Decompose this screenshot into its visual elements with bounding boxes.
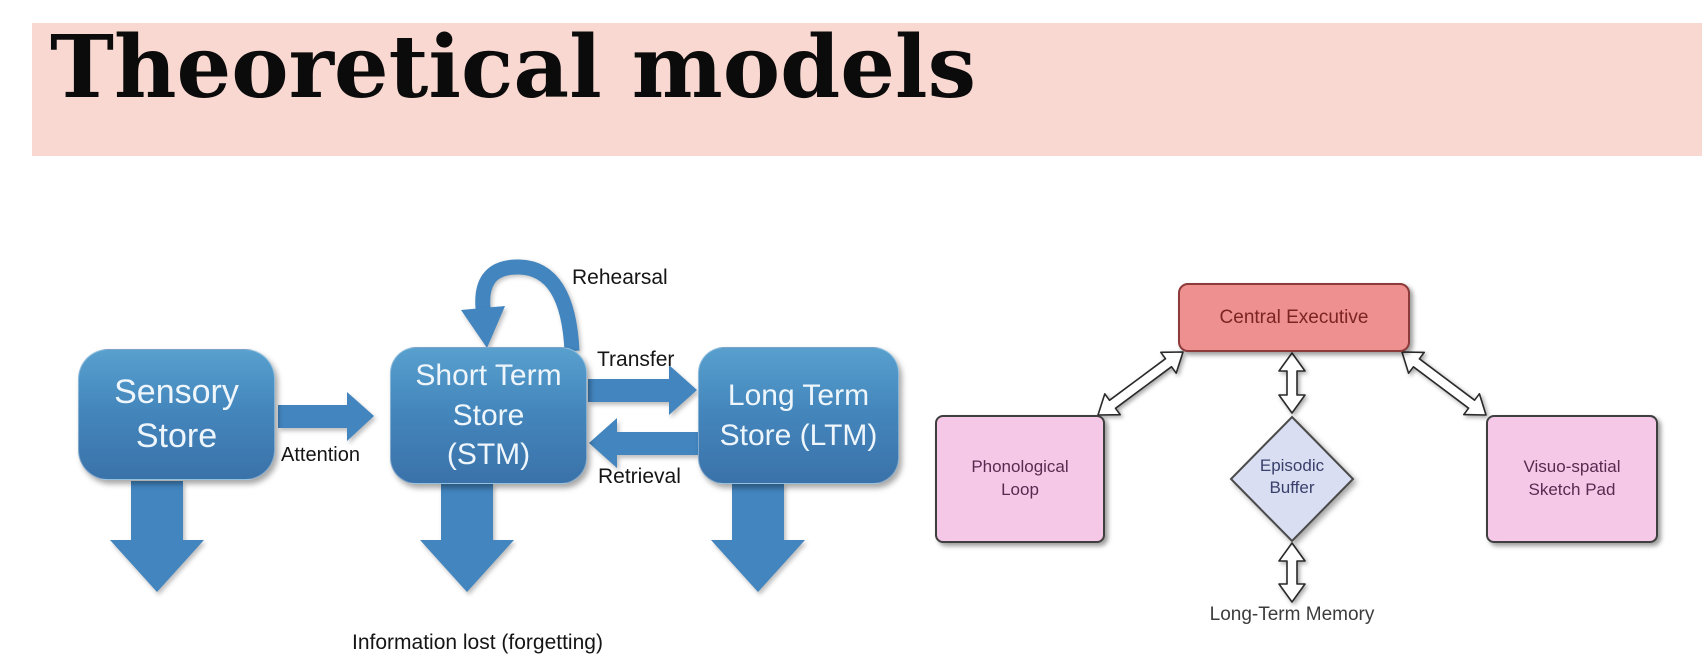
- short-term-store-line1: Short Term: [415, 359, 562, 393]
- visuospatial-line2: Sketch Pad: [1528, 480, 1616, 499]
- page-title: Theoretical models: [50, 17, 977, 118]
- transfer-label: Transfer: [597, 348, 675, 371]
- ce-episodic-arrow-icon: [1278, 352, 1306, 414]
- rehearsal-label: Rehearsal: [572, 266, 668, 289]
- sensory-forgetting-arrow-icon: [110, 481, 204, 592]
- episodic-buffer-line2: Buffer: [1269, 478, 1315, 498]
- episodic-buffer-line1: Episodic: [1259, 456, 1325, 475]
- central-executive-box: Central Executive: [1178, 283, 1410, 352]
- phonological-loop-line1: Phonological: [971, 457, 1069, 477]
- short-term-store-line2: Store: [452, 398, 525, 432]
- long-term-store-line1: Long Term: [727, 378, 870, 412]
- visuospatial-sketchpad-box: Visuo-spatial Sketch Pad: [1486, 415, 1658, 543]
- short-term-store-line3: (STM): [446, 438, 531, 472]
- sensory-store-line2: Store: [135, 416, 218, 455]
- ce-visuospatial-arrow-icon: [1401, 351, 1487, 416]
- visuospatial-line1: Visuo-spatial: [1523, 457, 1621, 477]
- phonological-loop-line2: Loop: [1001, 480, 1039, 499]
- rehearsal-arrowhead-icon: [461, 306, 505, 348]
- ltm-forgetting-arrow-icon: [711, 483, 805, 592]
- attention-label: Attention: [281, 444, 360, 466]
- transfer-arrow-icon: [588, 365, 697, 415]
- sensory-store-box: Sensory Store: [78, 349, 275, 480]
- retrieval-arrow-icon: [589, 418, 698, 468]
- long-term-store-line2: Store (LTM): [719, 418, 878, 452]
- attention-arrow-icon: [278, 392, 374, 441]
- forgetting-caption: Information lost (forgetting): [352, 631, 603, 654]
- short-term-store-box: Short Term Store (STM): [390, 347, 587, 484]
- stm-forgetting-arrow-icon: [420, 483, 514, 592]
- ce-phonological-arrow-icon: [1097, 351, 1184, 416]
- phonological-loop-box: Phonological Loop: [935, 415, 1105, 543]
- episodic-buffer-diamond: [1229, 415, 1355, 543]
- title-banner: Theoretical models: [32, 23, 1702, 156]
- central-executive-label: Central Executive: [1219, 306, 1369, 328]
- sensory-store-line1: Sensory: [114, 372, 239, 411]
- episodic-ltmemory-arrow-icon: [1278, 542, 1306, 603]
- rehearsal-loop-arrow-icon: [475, 259, 580, 352]
- long-term-memory-label: Long-Term Memory: [1209, 604, 1375, 625]
- retrieval-label: Retrieval: [598, 465, 681, 488]
- long-term-store-box: Long Term Store (LTM): [698, 347, 899, 484]
- episodic-buffer-label: Episodic Buffer: [1232, 455, 1352, 499]
